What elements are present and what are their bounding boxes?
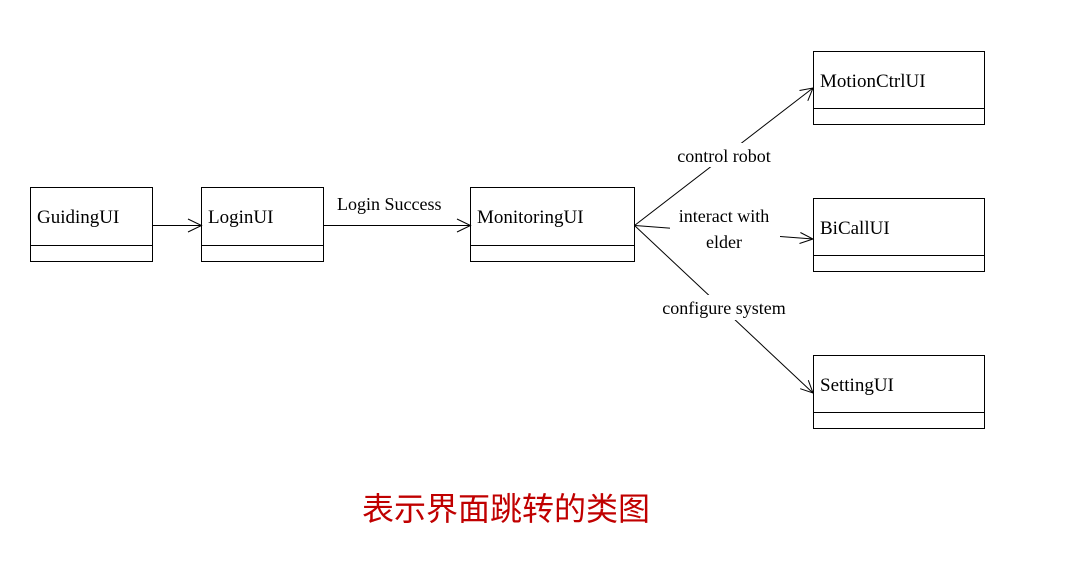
class-name-motionctrlui: MotionCtrlUI: [820, 71, 926, 92]
class-monitoringui: MonitoringUI: [470, 187, 635, 262]
edge-login-to-monitoring: [323, 218, 472, 233]
arrowhead-icon: [799, 87, 814, 101]
class-name-settingui: SettingUI: [820, 375, 894, 396]
edge-guiding-to-login: [152, 218, 203, 233]
diagram-caption: 表示界面跳转的类图: [361, 490, 650, 528]
edge-label-interact-with: interact with: [679, 206, 769, 226]
class-loginui: LoginUI: [201, 187, 324, 262]
class-name-monitoringui: MonitoringUI: [477, 207, 584, 228]
class-name-loginui: LoginUI: [208, 207, 273, 228]
class-guidingui: GuidingUI: [30, 187, 153, 262]
edge-label-login-success: Login Success: [337, 194, 441, 214]
edge-label-elder: elder: [706, 232, 742, 252]
arrowhead-icon: [800, 380, 814, 394]
arrowhead-icon: [799, 232, 815, 244]
class-settingui: SettingUI: [813, 355, 985, 429]
arrowhead-icon: [187, 218, 203, 233]
class-name-bicallui: BiCallUI: [820, 218, 890, 239]
edge-label-control-robot: control robot: [677, 146, 770, 166]
class-motionctrlui: MotionCtrlUI: [813, 51, 985, 125]
class-bicallui: BiCallUI: [813, 198, 985, 272]
class-name-guidingui: GuidingUI: [37, 207, 119, 228]
edge-label-configure-system: configure system: [662, 298, 785, 318]
arrowhead-icon: [456, 218, 472, 233]
